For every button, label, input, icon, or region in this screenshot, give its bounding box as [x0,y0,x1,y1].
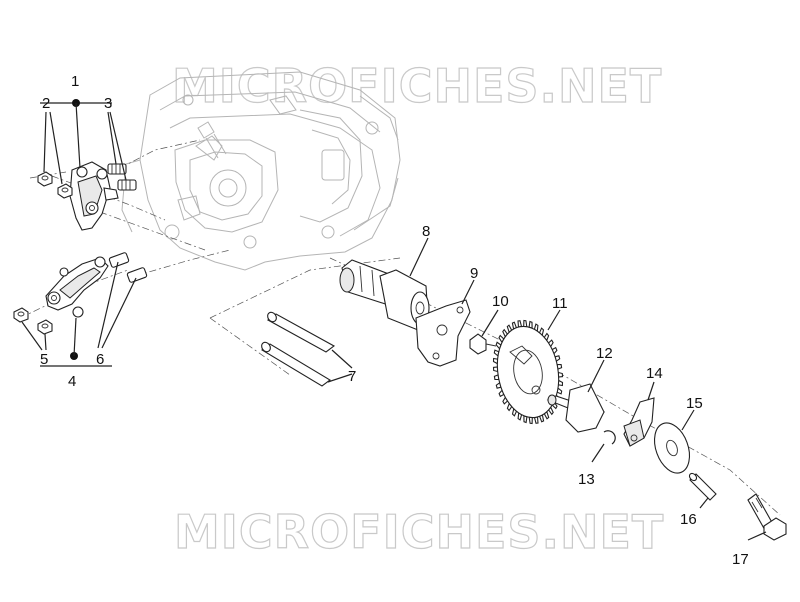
callout-9: 9 [470,265,478,282]
callout-13: 13 [578,471,595,488]
callout-15: 15 [686,395,703,412]
callout-17: 17 [732,551,749,568]
leader-9 [461,279,475,305]
rocker-shaft-7a [266,311,336,353]
circlip-13 [603,430,616,445]
leader-17 [747,531,767,541]
leader-10 [481,309,499,337]
watermark-bottom: MICROFICHES.NET [174,505,664,559]
callout-6: 6 [96,351,104,368]
bolt-17 [747,493,787,541]
cylinder-head [121,71,401,271]
callout-10: 10 [492,293,509,310]
rocker-arm-upper [69,161,119,231]
callout-14: 14 [646,365,663,382]
assembly-lines [19,139,781,516]
camshaft-sprocket [492,319,564,425]
callout-8: 8 [422,223,430,240]
camshaft-retaining-plate [415,299,471,367]
watermark-top: MICROFICHES.NET [172,59,662,113]
leader-12 [587,359,605,393]
callout-3: 3 [104,95,112,112]
leader-13 [591,443,605,463]
bolt-10 [469,333,497,355]
callout-4: 4 [68,373,76,390]
leaders-1-2-3 [40,99,127,185]
screw-3a [107,163,127,175]
nut-5b [37,319,53,335]
gear-tooth [523,319,528,328]
leader-15 [681,409,695,431]
nut-2a [37,171,53,187]
nut-2b [57,183,73,199]
screw-6b [126,267,148,283]
callout-2: 2 [42,95,50,112]
callout-1: 1 [71,73,79,90]
leader-8 [409,237,429,277]
leaders-4-5-6 [21,261,137,367]
nut-5a [13,307,29,323]
washer-15 [653,422,691,474]
screw-6a [108,252,130,268]
leader-11 [547,309,561,331]
decompressor-shaft [546,383,605,433]
pin-16 [688,472,717,501]
camshaft [339,259,430,331]
callout-7: 7 [348,368,356,385]
decompressor-weight [623,397,655,447]
screw-3b [117,179,137,191]
callout-16: 16 [680,511,697,528]
leader-16 [699,497,709,509]
callout-5: 5 [40,351,48,368]
callout-11: 11 [552,295,568,312]
rocker-shaft-7b [261,341,331,387]
leader-7 [327,349,353,383]
leader-14 [647,381,655,401]
rocker-arm-lower [45,256,109,318]
gear-tooth [528,416,533,425]
callout-12: 12 [596,345,613,362]
